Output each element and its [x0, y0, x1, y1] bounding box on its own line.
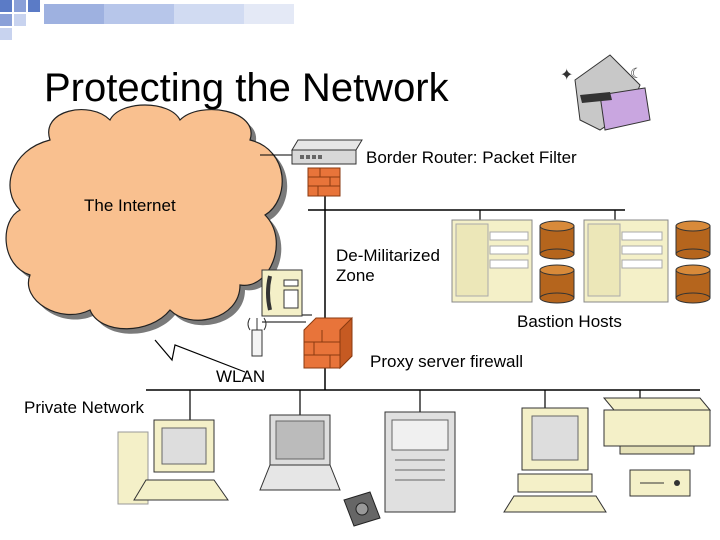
private-network-label: Private Network	[24, 398, 144, 417]
border-router-label: Border Router: Packet Filter	[366, 148, 577, 167]
database-icon	[675, 220, 711, 260]
firewall-icon	[307, 167, 341, 197]
internet-cloud	[5, 104, 288, 334]
bastion-hosts-label: Bastion Hosts	[517, 312, 622, 331]
svg-text:✦: ✦	[560, 67, 573, 84]
laptop-icon	[259, 414, 341, 491]
database-icon	[539, 220, 575, 260]
firewall-icon	[303, 316, 353, 370]
hard-drive-icon	[343, 491, 381, 527]
wlan-label: WLAN	[216, 367, 266, 386]
desktop-computer-icon	[117, 419, 229, 505]
internet-label: The Internet	[84, 196, 176, 215]
dmz-label-line1: De-Militarized	[336, 246, 440, 265]
tower-server-icon	[384, 411, 456, 513]
svg-text:☾: ☾	[630, 65, 643, 81]
server-rack-icon	[451, 219, 533, 303]
corner-squares-icon	[0, 0, 294, 40]
wireless-access-point-icon	[247, 317, 267, 357]
external-drive-icon	[629, 469, 691, 497]
router-icon	[291, 139, 363, 165]
server-rack-icon	[583, 219, 669, 303]
wireless-link-line	[154, 339, 246, 373]
desktop-computer-icon	[503, 407, 607, 513]
spy-icon: ✦ ☾	[560, 54, 651, 131]
printer-icon	[602, 397, 712, 455]
database-icon	[675, 264, 711, 304]
slide-title: Protecting the Network	[44, 66, 449, 110]
telephone-icon	[261, 269, 303, 317]
proxy-firewall-label: Proxy server firewall	[370, 352, 524, 371]
dmz-label-line2: Zone	[336, 266, 375, 285]
database-icon	[539, 264, 575, 304]
